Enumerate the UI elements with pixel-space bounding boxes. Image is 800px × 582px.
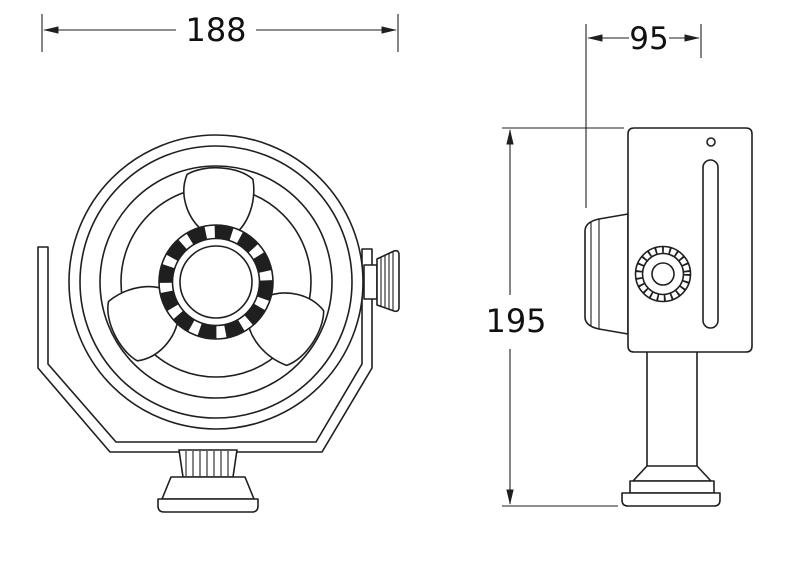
side-knob-body [584,213,629,335]
side-knurl-dial [634,245,692,303]
tilt-knob-ribs [380,251,394,311]
side-slot [702,159,719,329]
dial-mid-ring [641,252,685,296]
side-knob [584,213,629,335]
pedestal [157,449,259,513]
depth-dimension-label: 95 [629,21,668,57]
dimension-annotations: 188 95 195 [41,11,702,507]
side-screw [706,137,716,147]
tilt-knob-body [376,249,400,313]
foot-plate-upper [629,480,715,494]
pedestal-base [161,476,255,500]
hub-outer-circle [158,224,274,340]
mounting-bracket [37,246,373,453]
side-body [627,127,753,353]
fan-rim-ring-3 [99,165,333,399]
foot-plate-lower [621,492,721,507]
pedestal-knob-ribs [185,451,229,476]
height-dimension: 195 [485,127,624,507]
dial-knurl-ticks [635,246,691,302]
tilt-knob-front [363,249,400,313]
width-dimension-label: 188 [185,11,246,49]
dial-center [651,262,675,286]
fan-hub [158,224,274,340]
width-dimension: 188 [41,11,399,52]
height-dimension-label: 195 [485,302,546,340]
hub-center-circle [179,245,253,319]
tilt-knob-stem [363,264,378,300]
depth-dimension: 95 [585,21,702,208]
pedestal-plate [157,498,259,513]
fan-rim-ring-2 [79,145,353,419]
front-view [37,134,400,513]
hub-castellated-ring [159,225,273,339]
foot-flange [632,465,712,482]
side-view [584,127,753,507]
hub-inner-ring [171,237,261,327]
